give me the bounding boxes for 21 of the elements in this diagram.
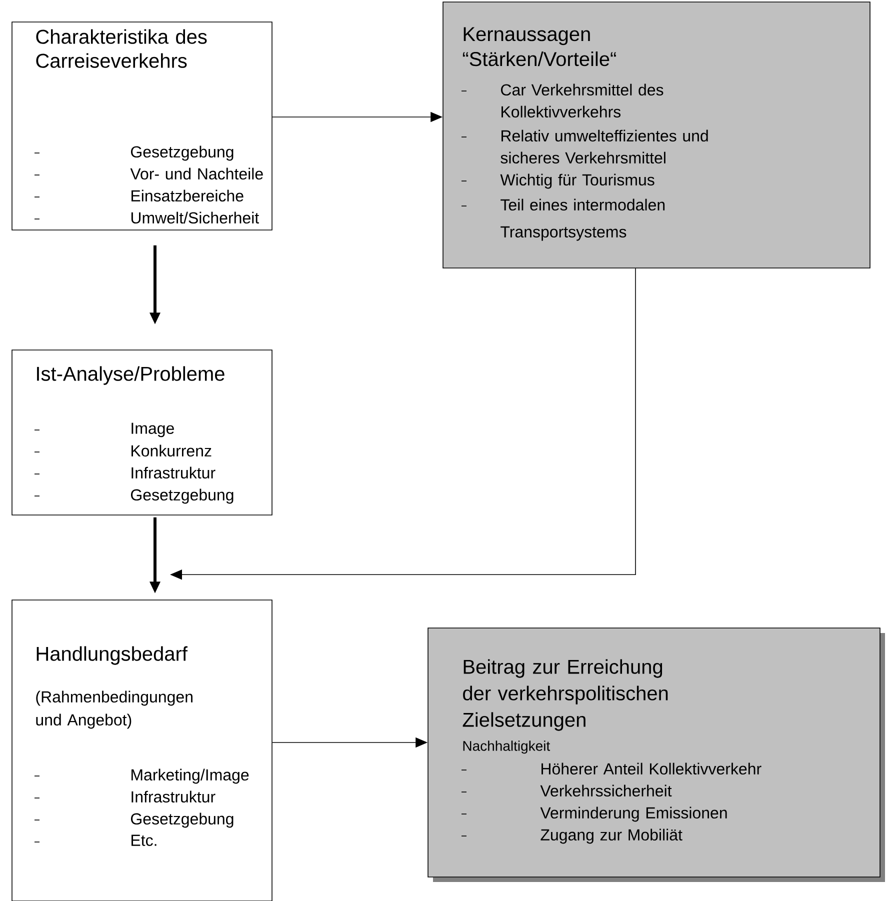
list-item: Etc. bbox=[34, 834, 156, 846]
list-item: Infrastruktur bbox=[34, 466, 216, 479]
list-item: Teil eines intermodalen Transportsystems bbox=[461, 198, 665, 241]
list-item: Infrastruktur bbox=[34, 790, 216, 803]
heading-text: Handlungsbedarf bbox=[36, 646, 188, 665]
list-item: Car Verkehrsmittel des Kollektivverkehrs bbox=[461, 84, 664, 118]
list-item: Image bbox=[34, 422, 174, 438]
list-item: Marketing/Image bbox=[34, 768, 249, 784]
list-item: Gesetzgebung bbox=[34, 488, 234, 504]
heading-text: Charakteristika des Carreiseverkehrs bbox=[36, 29, 207, 68]
list-item: Gesetzgebung bbox=[34, 812, 234, 828]
list-item: Gesetzgebung bbox=[34, 146, 234, 161]
list-item: Vor- und Nachteile bbox=[34, 168, 263, 180]
list-item: Einsatzbereiche bbox=[34, 190, 244, 202]
heading-text: Kernaussagen “Stärken/Vorteile“ bbox=[462, 27, 616, 66]
list-item: Konkurrenz bbox=[34, 444, 212, 457]
heading-text: (Rahmenbedingungen und Angebot) bbox=[36, 690, 192, 729]
list-item: Relativ umwelteffizientes und sicheres Verkehrsmittel bbox=[461, 130, 708, 164]
list-item: Wichtig für Tourismus bbox=[461, 174, 654, 189]
heading-text: Ist-Analyse/Probleme bbox=[37, 366, 224, 385]
list-item: Umwelt/Sicherheit bbox=[34, 212, 259, 224]
